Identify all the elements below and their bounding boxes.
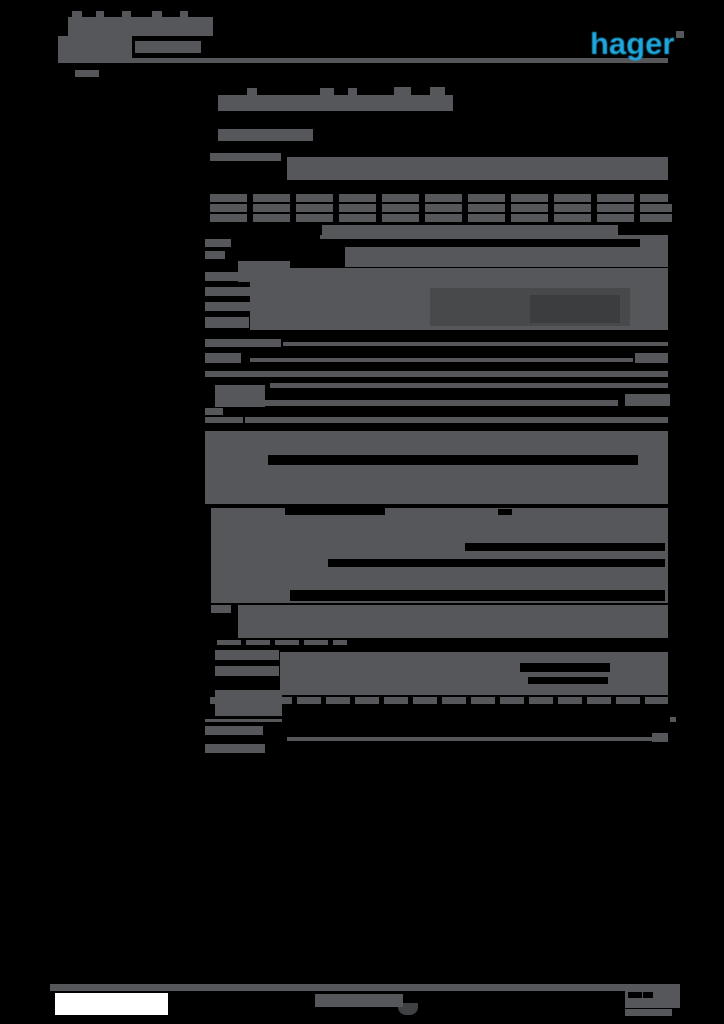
redacted-words bbox=[210, 194, 668, 202]
redacted-bar bbox=[245, 417, 668, 423]
redacted-slab bbox=[238, 605, 668, 638]
redacted-value bbox=[638, 455, 668, 465]
redacted-nub bbox=[122, 11, 131, 17]
redacted-line bbox=[283, 342, 668, 346]
redacted-bar bbox=[322, 225, 618, 235]
redacted-nub bbox=[247, 88, 257, 96]
hager-logo: hager bbox=[590, 26, 675, 61]
redacted-label bbox=[215, 650, 279, 660]
redacted-label bbox=[205, 455, 268, 465]
redacted-bar bbox=[218, 95, 453, 111]
redacted-dark bbox=[430, 288, 630, 326]
redacted-cut bbox=[328, 559, 665, 567]
redacted-slab bbox=[345, 247, 668, 267]
redacted-rule bbox=[50, 984, 680, 991]
redacted-slab bbox=[215, 385, 265, 407]
redacted-rule bbox=[58, 58, 668, 63]
redacted-cut bbox=[285, 508, 385, 515]
redacted-cut bbox=[628, 992, 642, 998]
redacted-nub bbox=[152, 11, 162, 17]
redacted-nub bbox=[348, 88, 357, 96]
redacted-value bbox=[670, 717, 676, 722]
redacted-white bbox=[55, 993, 168, 1015]
redacted-label bbox=[205, 302, 253, 311]
redacted-cut bbox=[290, 590, 665, 601]
redacted-label bbox=[205, 287, 251, 296]
redacted-slab bbox=[205, 465, 668, 504]
redacted-bar bbox=[315, 994, 403, 1007]
redacted-label bbox=[215, 666, 279, 676]
redacted-label bbox=[205, 353, 241, 363]
redacted-words bbox=[210, 204, 672, 212]
redacted-label bbox=[205, 272, 247, 281]
redacted-words2 bbox=[217, 640, 347, 645]
redacted-value bbox=[625, 394, 670, 406]
redacted-slab bbox=[211, 508, 668, 603]
redacted-line bbox=[250, 358, 633, 362]
redacted-label bbox=[205, 744, 265, 753]
redacted-tail bbox=[398, 1003, 418, 1015]
redacted-line bbox=[287, 737, 668, 741]
redacted-label bbox=[205, 408, 223, 415]
redacted-bar bbox=[68, 17, 213, 36]
redacted-nub bbox=[180, 11, 188, 17]
redacted-value bbox=[640, 238, 668, 247]
redacted-value bbox=[635, 353, 668, 363]
redacted-label bbox=[205, 726, 263, 735]
redacted-slab bbox=[287, 157, 668, 180]
redacted-bar bbox=[270, 383, 668, 388]
redacted-cut bbox=[498, 509, 512, 515]
redacted-bar bbox=[625, 1009, 672, 1016]
redacted-label bbox=[205, 417, 243, 423]
redacted-label bbox=[205, 239, 231, 247]
redacted-words bbox=[210, 214, 672, 222]
redacted-words2 bbox=[210, 697, 668, 704]
redacted-nub bbox=[394, 87, 411, 96]
redacted-bar bbox=[320, 235, 668, 239]
redacted-cut bbox=[465, 543, 665, 551]
redacted-label bbox=[75, 70, 99, 77]
redacted-cut bbox=[528, 677, 608, 684]
redacted-bar bbox=[263, 400, 618, 406]
redacted-line bbox=[205, 719, 282, 722]
redacted-dark bbox=[530, 295, 620, 323]
redacted-slab bbox=[280, 652, 668, 695]
redacted-cut bbox=[520, 663, 610, 672]
redacted-bar bbox=[135, 41, 201, 53]
redacted-slab bbox=[205, 431, 668, 455]
redacted-nub bbox=[320, 88, 334, 96]
redacted-bar bbox=[218, 129, 313, 141]
redacted-bar bbox=[205, 371, 668, 377]
redacted-value bbox=[652, 733, 668, 742]
redacted-cut bbox=[643, 992, 653, 998]
redacted-slab bbox=[250, 268, 668, 330]
redacted-label bbox=[676, 31, 684, 38]
redacted-label bbox=[205, 317, 249, 328]
redacted-label bbox=[205, 339, 281, 347]
redacted-nub bbox=[96, 11, 104, 17]
redacted-nub bbox=[72, 11, 82, 17]
redacted-nub bbox=[430, 87, 445, 96]
redacted-label bbox=[211, 605, 231, 613]
redacted-label bbox=[210, 153, 281, 161]
redacted-label bbox=[205, 251, 225, 259]
